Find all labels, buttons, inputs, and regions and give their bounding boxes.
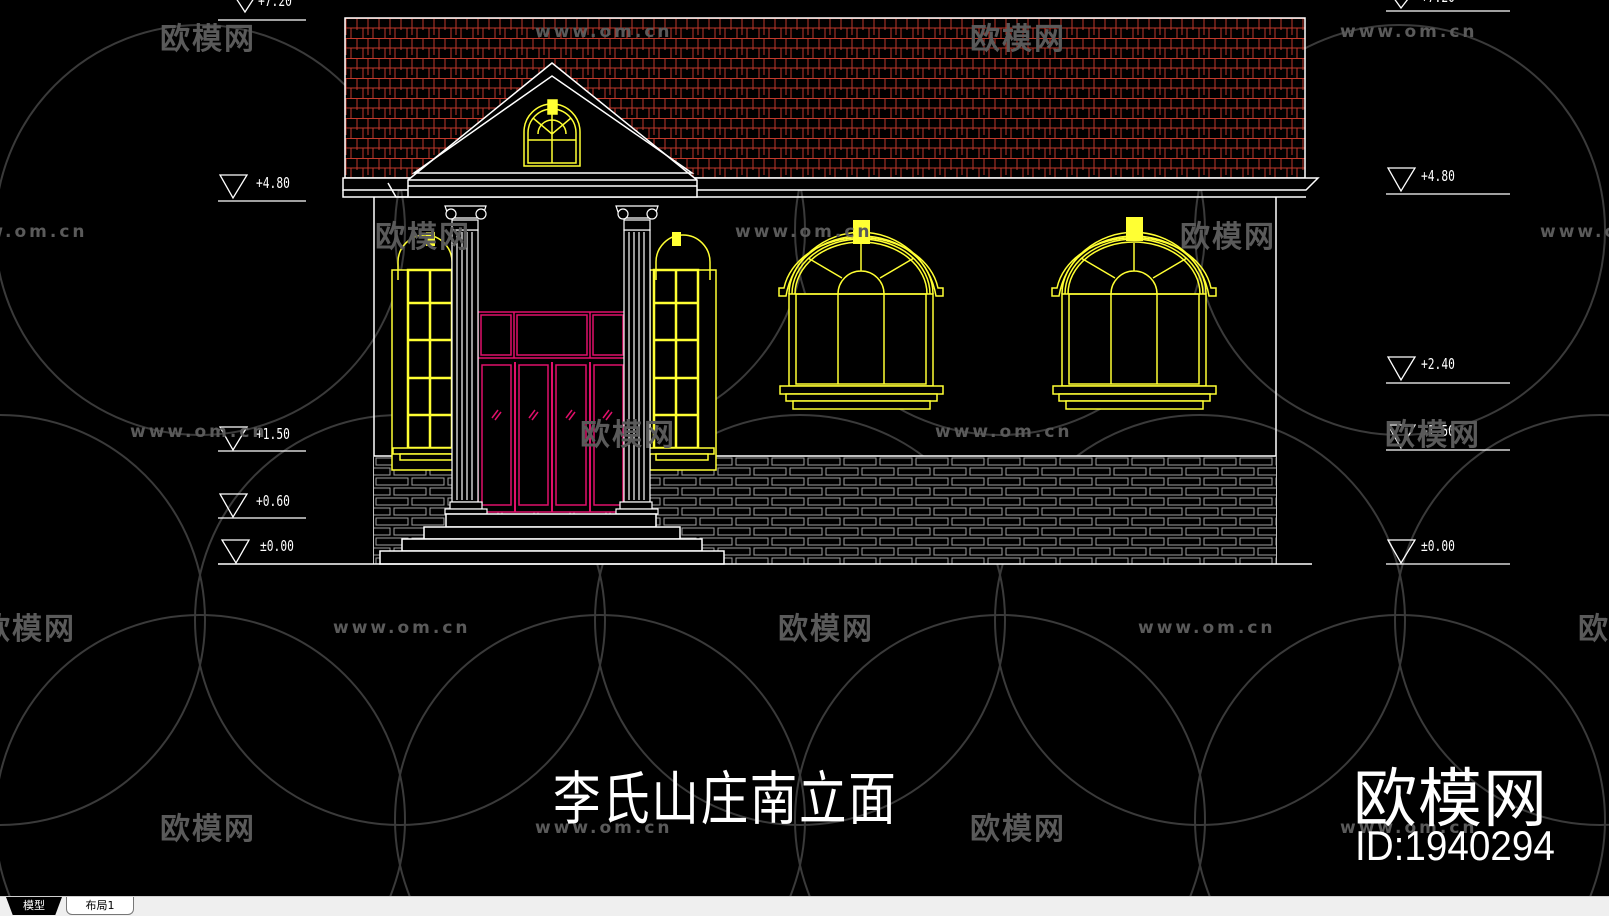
elevation-label: +7.20 <box>258 0 292 10</box>
elevation-drawing <box>0 0 1609 896</box>
cad-drawing-canvas[interactable]: +7.20 +4.80 +1.50 +0.60 ±0.00 +7.20 +4.8… <box>0 0 1609 896</box>
tab-layout1[interactable]: 布局1 <box>66 897 134 915</box>
arched-window-2 <box>1051 217 1217 410</box>
elevation-label: ±0.00 <box>260 537 294 555</box>
entrance-door <box>477 311 627 513</box>
pediment-window <box>523 99 581 167</box>
drawing-title: 李氏山庄南立面 <box>553 765 898 833</box>
layout-tab-bar: 模型 布局1 <box>0 896 1609 916</box>
tab-model[interactable]: 模型 <box>6 897 62 915</box>
elevation-label: +0.60 <box>256 492 290 510</box>
column-left <box>444 205 488 515</box>
elevation-label: +7.20 <box>1421 0 1455 6</box>
elevation-label: +4.80 <box>1421 167 1455 185</box>
elevation-label: ±0.00 <box>1421 537 1455 555</box>
right-tall-window <box>647 232 717 471</box>
brand-logo: 欧模网 <box>1353 763 1548 837</box>
elevation-label: +4.80 <box>256 174 290 192</box>
elevation-label: +1.50 <box>256 425 290 443</box>
watermark-arcs <box>0 24 1609 896</box>
elevation-markers-right <box>1386 0 1510 565</box>
elevation-markers-left <box>218 0 306 565</box>
entrance-steps <box>379 513 725 565</box>
elevation-label: +1.50 <box>1421 422 1455 440</box>
elevation-label: +2.40 <box>1421 355 1455 373</box>
model-id-label: ID:1940294 <box>1355 822 1555 869</box>
arched-window-1 <box>778 220 944 410</box>
column-right <box>615 205 659 515</box>
